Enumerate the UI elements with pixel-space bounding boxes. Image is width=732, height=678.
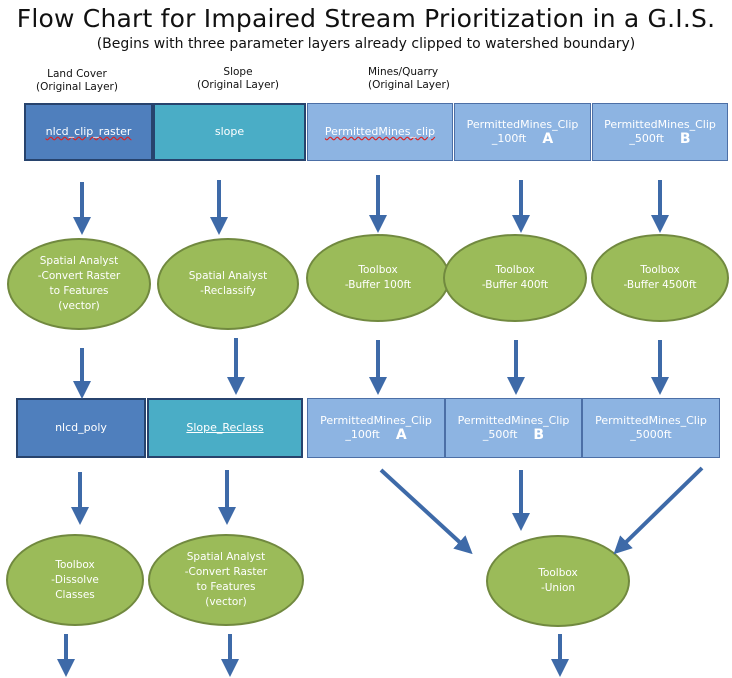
box-2-500ft-line2: _500ft xyxy=(482,428,518,441)
box-nlcd-poly[interactable]: nlcd_poly xyxy=(16,398,146,458)
box-permitted-mines-100ft-a-line1: PermittedMines_Clip xyxy=(466,118,579,131)
header-mines-line1: Mines/Quarry xyxy=(368,66,439,78)
ellipse-3-line1: Toolbox xyxy=(358,264,398,276)
ellipse-7-line1: Spatial Analyst xyxy=(186,551,266,563)
ellipse-2-line1: Spatial Analyst xyxy=(188,270,268,282)
box-slope-label: slope xyxy=(214,125,245,138)
box-permitted-mines-500ft-b-row2: _500ft B xyxy=(629,132,690,146)
box-permitted-mines-clip-label: PermittedMines_clip xyxy=(324,125,436,138)
arrow-15 xyxy=(613,466,704,555)
ellipse-6-line2: -Dissolve xyxy=(51,573,99,586)
box-2-500ft-line1: PermittedMines_Clip xyxy=(457,414,570,427)
box-nlcd-clip-raster[interactable]: nlcd_clip_raster xyxy=(24,103,153,161)
chart-title: Flow Chart for Impaired Stream Prioritiz… xyxy=(16,4,716,33)
header-land-cover-line1: Land Cover xyxy=(47,68,107,80)
ellipse-buffer-100ft[interactable]: Toolbox -Buffer 100ft xyxy=(306,234,450,322)
ellipse-4-line1: Toolbox xyxy=(495,264,535,276)
ellipse-7-line3: to Features xyxy=(196,581,256,593)
ellipse-7-line4: (vector) xyxy=(205,596,247,608)
ellipse-1-line1: Spatial Analyst xyxy=(39,255,119,267)
box-permitted-mines-100ft-a-line2: _100ft xyxy=(491,132,527,145)
letter-b-2: B xyxy=(533,427,545,443)
box-nlcd-clip-raster-label: nlcd_clip_raster xyxy=(45,125,132,138)
header-slope-line2: (Original Layer) xyxy=(197,79,279,91)
header-land-cover: Land Cover (Original Layer) xyxy=(22,68,132,94)
box-2-100ft-row2: _100ft A xyxy=(345,428,406,442)
box-permitted-mines-500ft-b-line2: _500ft xyxy=(629,132,664,145)
box-slope-reclass-label: Slope_Reclass xyxy=(186,421,264,434)
box-slope[interactable]: slope xyxy=(153,103,306,161)
ellipse-5-line1: Toolbox xyxy=(640,264,680,276)
ellipse-dissolve-classes[interactable]: Toolbox -Dissolve Classes xyxy=(6,534,144,626)
box-permitted-mines-500ft-b[interactable]: PermittedMines_Clip _500ft B xyxy=(592,103,728,161)
arrow-13 xyxy=(379,468,473,555)
ellipse-6-line1: Toolbox xyxy=(55,558,95,571)
ellipse-5-line2: -Buffer 4500ft xyxy=(623,279,697,291)
ellipse-8-line2: -Union xyxy=(540,582,576,594)
box-permitted-mines-100ft-a-row2: _100ft A xyxy=(492,132,553,146)
ellipse-convert-raster-to-features[interactable]: Spatial Analyst -Convert Raster to Featu… xyxy=(7,238,151,330)
box-permitted-mines-100ft-a-2[interactable]: PermittedMines_Clip _100ft A xyxy=(307,398,445,458)
box-permitted-mines-clip[interactable]: PermittedMines_clip xyxy=(307,103,453,161)
ellipse-reclassify[interactable]: Spatial Analyst -Reclassify xyxy=(157,238,299,330)
header-mines-quarry: Mines/Quarry (Original Layer) xyxy=(350,66,478,92)
ellipse-convert-raster-to-features-2[interactable]: Spatial Analyst -Convert Raster to Featu… xyxy=(148,534,304,626)
box-2-100ft-line1: PermittedMines_Clip xyxy=(320,414,432,427)
header-slope: Slope (Original Layer) xyxy=(183,66,293,92)
ellipse-buffer-4500ft[interactable]: Toolbox -Buffer 4500ft xyxy=(591,234,729,322)
ellipse-3-line2: -Buffer 100ft xyxy=(344,279,412,291)
header-slope-line1: Slope xyxy=(223,66,253,78)
box-2-100ft-line2: _100ft xyxy=(345,428,380,441)
ellipse-4-line2: -Buffer 400ft xyxy=(481,279,549,291)
chart-subtitle: (Begins with three parameter layers alre… xyxy=(96,36,636,52)
ellipse-6-line3: Classes xyxy=(55,588,95,601)
box-2-5000ft-line1: PermittedMines_Clip xyxy=(595,414,707,427)
box-permitted-mines-500ft-b-line1: PermittedMines_Clip xyxy=(604,118,716,131)
letter-a: A xyxy=(542,131,554,147)
box-slope-reclass[interactable]: Slope_Reclass xyxy=(147,398,303,458)
ellipse-8-line1: Toolbox xyxy=(538,567,578,579)
letter-a-2: A xyxy=(395,427,407,443)
ellipse-union[interactable]: Toolbox -Union xyxy=(486,535,630,627)
box-nlcd-poly-label: nlcd_poly xyxy=(55,421,107,434)
header-land-cover-line2: (Original Layer) xyxy=(36,81,118,93)
box-2-5000ft-line2: _5000ft xyxy=(630,428,672,441)
ellipse-1-line4: (vector) xyxy=(58,300,100,312)
letter-b: B xyxy=(679,131,691,147)
ellipse-1-line3: to Features xyxy=(49,285,109,297)
box-permitted-mines-5000ft[interactable]: PermittedMines_Clip _5000ft xyxy=(582,398,720,458)
ellipse-7-line2: -Convert Raster xyxy=(184,566,268,578)
ellipse-1-line2: -Convert Raster xyxy=(37,270,121,282)
header-mines-line2: (Original Layer) xyxy=(368,79,450,91)
ellipse-buffer-400ft[interactable]: Toolbox -Buffer 400ft xyxy=(443,234,587,322)
box-permitted-mines-500ft-b-2[interactable]: PermittedMines_Clip _500ft B xyxy=(445,398,582,458)
box-permitted-mines-100ft-a[interactable]: PermittedMines_Clip _100ft A xyxy=(454,103,591,161)
box-2-500ft-row2: _500ft B xyxy=(483,428,544,442)
ellipse-2-line2: -Reclassify xyxy=(200,285,256,297)
